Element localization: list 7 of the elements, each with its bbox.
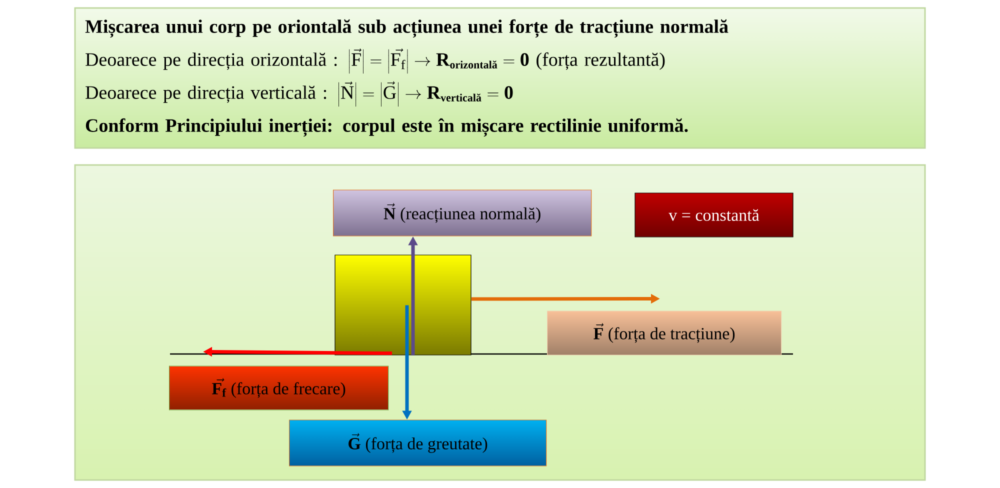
force-label-box: $\vec{\mathbf{F}_{\mathbf{f}}}$ (forța de frecare) bbox=[169, 366, 389, 410]
force-label-box: $\vec{\mathbf{F}}$ (forța de tracțiune) bbox=[547, 310, 782, 356]
force-label-box: $\vec{\mathbf{G}}$ (forța de greutate) bbox=[289, 420, 547, 466]
block bbox=[334, 254, 472, 356]
text-panel: Mișcarea unui corp pe oriontală sub acțiunea unei forțe de tracțiune normală Deoarece pe direcția orizontală : $\left|\vec{\mathrm{F}}\right| = \left|\vec{\mathrm{F}_{\mathrm{f}}}\right| \rightarrow \mathbf{R}_{\mbox{\bfseries\fontsize{11pt}{12pt}\selectfont orizontală}} = \mathbf{0}$ (forța rezultantă) Deoarece pe direcția verticală : $\left|\vec{\mathrm{N}}\right| = \left|\vec{\mathrm{G}}\right| \rightarrow \mathbf{R}_{\mbox{\bfseries\fontsize{11pt}{12pt}\selectfont verticală}} = \mathbf{0}$ Conform Principiului inerției: corpul este în mișcare rectilinie uniformă. bbox=[74, 7, 926, 149]
velocity-label-box: v = constantă bbox=[634, 192, 794, 238]
force-label-box: $\vec{\mathbf{N}}$ (reacțiunea normală) bbox=[333, 190, 592, 236]
